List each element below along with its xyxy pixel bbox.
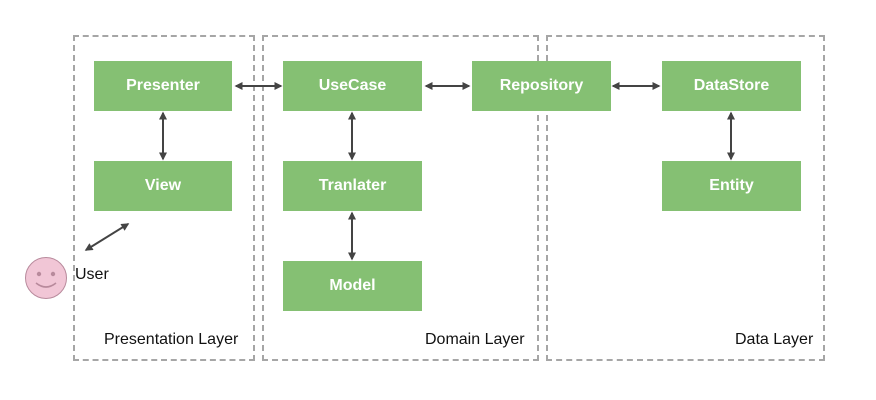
- entity-node: Entity: [662, 161, 801, 211]
- datastore-node: DataStore: [662, 61, 801, 111]
- presentation-layer: Presentation Layer: [73, 35, 255, 361]
- view-node: View: [94, 161, 232, 211]
- model-node: Model: [283, 261, 422, 311]
- presentation-layer-label: Presentation Layer: [104, 331, 239, 348]
- data-layer: Data Layer: [546, 35, 825, 361]
- tranlater-node: Tranlater: [283, 161, 422, 211]
- repository-node: Repository: [472, 61, 611, 111]
- user-label: User: [75, 266, 109, 283]
- domain-layer: Domain Layer: [262, 35, 539, 361]
- user-smiley-icon: [25, 257, 67, 299]
- presenter-node: Presenter: [94, 61, 232, 111]
- arrow-user-view: [84, 223, 130, 251]
- data-layer-label: Data Layer: [735, 331, 814, 348]
- usecase-node: UseCase: [283, 61, 422, 111]
- domain-layer-label: Domain Layer: [425, 331, 525, 348]
